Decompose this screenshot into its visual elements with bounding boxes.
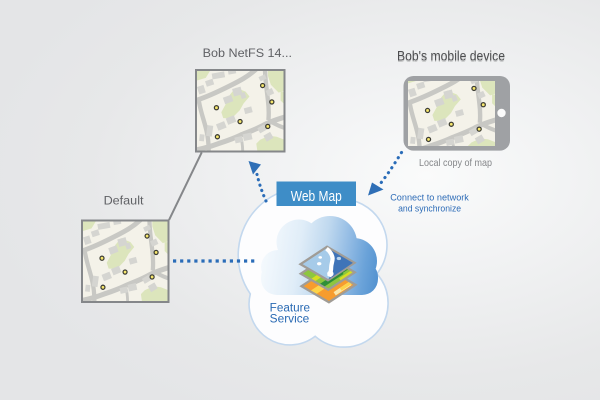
svg-text:Bob's mobile device: Bob's mobile device	[397, 50, 505, 65]
svg-text:Default: Default	[104, 194, 145, 208]
svg-text:Web Map: Web Map	[291, 188, 342, 205]
svg-text:Service: Service	[270, 314, 310, 326]
svg-text:and synchronize: and synchronize	[398, 203, 461, 214]
svg-text:Local copy of map: Local copy of map	[419, 157, 492, 169]
svg-text:Bob's mobile device: Bob's mobile device	[397, 49, 505, 64]
svg-text:Feature: Feature	[270, 303, 310, 315]
svg-text:Connect to network: Connect to network	[390, 193, 469, 204]
svg-text:Bob NetFS 14...: Bob NetFS 14...	[203, 46, 292, 60]
